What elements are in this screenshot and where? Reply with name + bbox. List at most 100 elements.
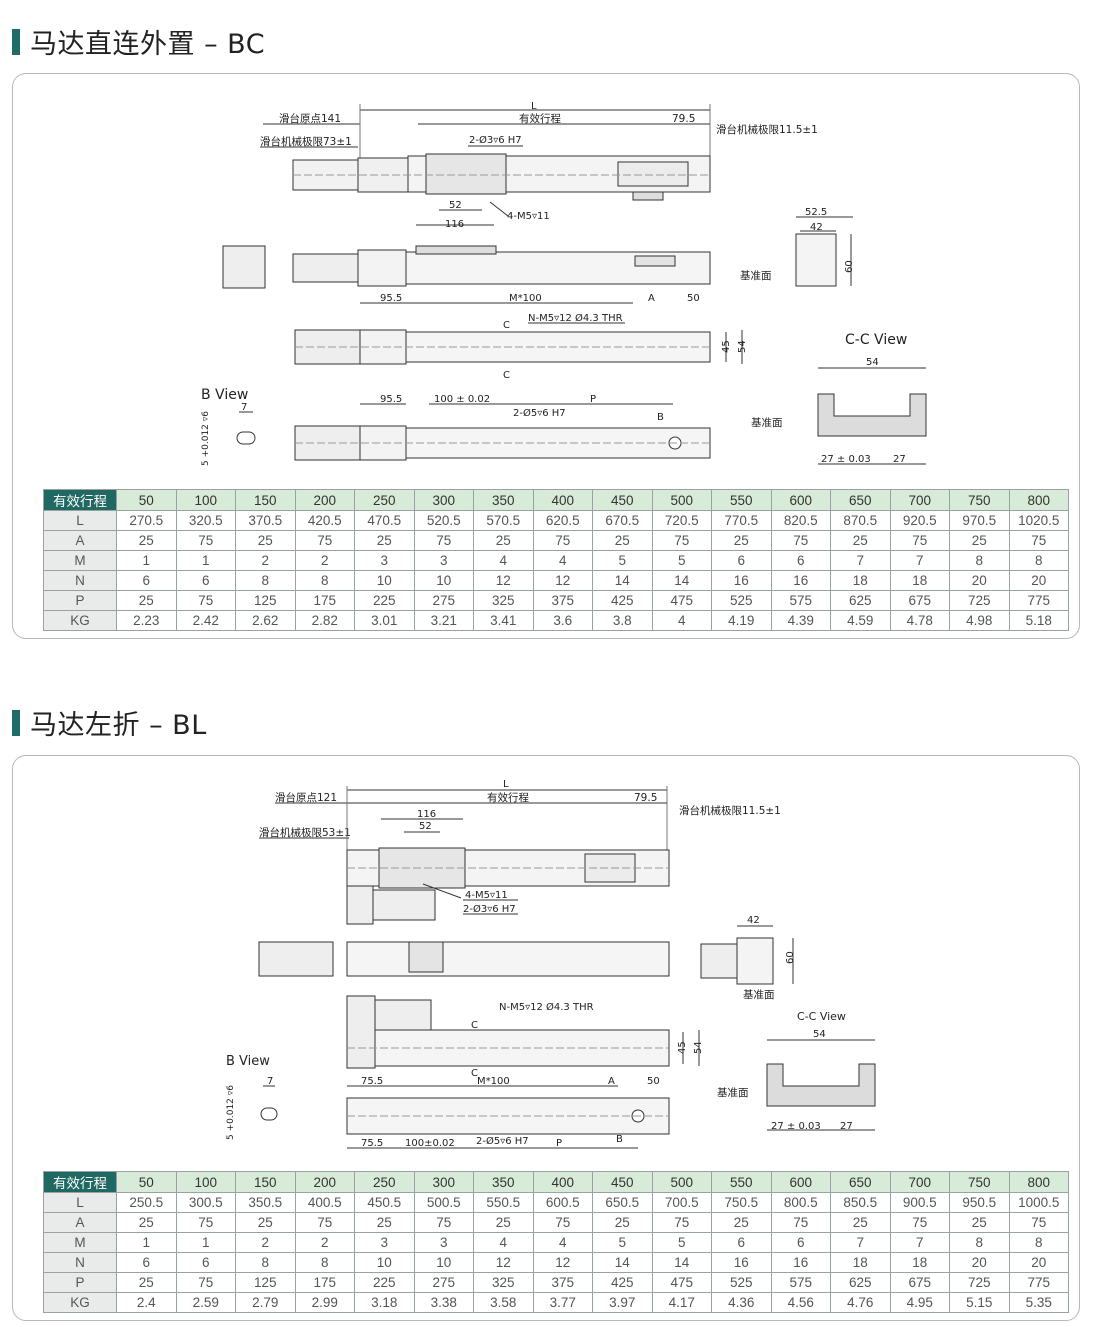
slider-top-view [425,153,507,195]
label-C-bottom: C [503,370,510,381]
label-50: 50 [687,293,700,304]
table-cell: 575 [770,1272,831,1293]
table-cell: 75 [175,1272,236,1293]
table-cell: 775 [1008,1272,1069,1293]
table-cell: 25 [116,1212,177,1233]
table-cell: 4.76 [830,1292,891,1313]
table-cell: 75 [770,530,831,551]
label-cc-view: C-C View [797,1010,846,1023]
table-cell: 770.5 [711,510,772,531]
table-cell: 16 [711,1252,772,1273]
label-52-5: 52.5 [805,207,827,218]
table-cell: 2.42 [175,610,236,631]
table-cell: 2.4 [116,1292,177,1313]
label-m100: M*100 [509,293,542,304]
table-cell: 7 [830,550,891,571]
table-header-cell: 250 [354,1171,415,1193]
table-cell: 14 [651,1252,712,1273]
label-cc-54: 54 [813,1029,826,1040]
table-cell: 6 [175,1252,236,1273]
table-cell: 470.5 [354,510,415,531]
table-cell: 8 [1008,1232,1069,1253]
table-cell: 1 [175,1232,236,1253]
label-95-5b: 95.5 [380,394,402,405]
table-header-cell: 350 [473,1171,534,1193]
table-cell: 125 [235,590,296,611]
table-cell: 2.23 [116,610,177,631]
label-datum: 基准面 [740,269,772,282]
table-cell: 75 [889,530,950,551]
table-cell: 6 [175,570,236,591]
table-cell: 420.5 [294,510,355,531]
label-pin-holes-b: 2-Ø5▿6 H7 [513,407,566,419]
table-cell: 4.39 [770,610,831,631]
label-52: 52 [419,821,432,832]
table-cell: 5.35 [1008,1292,1069,1313]
table-header-cell: 150 [235,489,296,511]
table-cell: 1000.5 [1008,1192,1069,1213]
table-cell: 800.5 [770,1192,831,1213]
table-cell: 2.82 [294,610,355,631]
label-27: 27 [840,1121,853,1132]
table-cell: 8 [949,550,1010,571]
label-52: 52 [449,200,462,211]
label-L: L [531,101,537,112]
label-pitch-100: 100±0.02 [405,1138,455,1149]
table-cell: 4.59 [830,610,891,631]
table-cell: 75 [175,1212,236,1233]
section-title-bc: 马达直连外置 – BC [12,22,265,61]
label-95-5: 95.5 [380,293,402,304]
table-row-label: KG [43,610,117,631]
label-79-5: 79.5 [634,792,657,804]
table-row-label: L [43,510,117,531]
label-b-view: B View [201,387,248,403]
table-cell: 4.36 [711,1292,772,1313]
table-cell: 5.15 [949,1292,1010,1313]
label-P: P [556,1138,562,1149]
table-cell: 4.78 [889,610,950,631]
table-cell: 18 [830,1252,891,1273]
label-27-tol: 27 ± 0.03 [821,454,871,465]
table-header-cell: 800 [1008,1171,1069,1193]
table-cell: 275 [413,1272,474,1293]
table-cell: 900.5 [889,1192,950,1213]
table-cell: 3.21 [413,610,474,631]
table-cell: 8 [1008,550,1069,571]
label-27: 27 [893,454,906,465]
table-cell: 5 [651,1232,712,1253]
table-row-label: KG [43,1292,117,1313]
table-cell: 75 [294,1212,355,1233]
table-cell: 175 [294,590,355,611]
label-pin-holes: 2-Ø3▿6 H7 [463,903,516,915]
label-L: L [503,779,509,790]
table-cell: 14 [592,1252,653,1273]
table-cell: 2 [235,550,296,571]
cc-section [766,1063,876,1107]
table-cell: 4.19 [711,610,772,631]
label-116: 116 [445,219,464,230]
label-pitch-100: 100 ± 0.02 [434,394,490,405]
table-cell: 75 [532,1212,593,1233]
table-cell: 6 [116,570,177,591]
table-cell: 270.5 [116,510,177,531]
label-cc-datum: 基准面 [717,1086,749,1099]
label-n-holes: N-M5▿12 Ø4.3 THR [499,1001,594,1013]
table-cell: 3.58 [473,1292,534,1313]
cc-section [817,393,927,437]
table-cell: 475 [651,590,712,611]
label-50: 50 [647,1076,660,1087]
table-cell: 18 [889,570,950,591]
table-row-label: N [43,1252,117,1273]
table-cell: 25 [592,1212,653,1233]
table-cell: 575 [770,590,831,611]
table-header-cell: 650 [830,1171,891,1193]
table-header-cell: 100 [175,489,236,511]
table-cell: 25 [830,1212,891,1233]
title-accent-bar [12,28,20,55]
table-row-label: A [43,530,117,551]
